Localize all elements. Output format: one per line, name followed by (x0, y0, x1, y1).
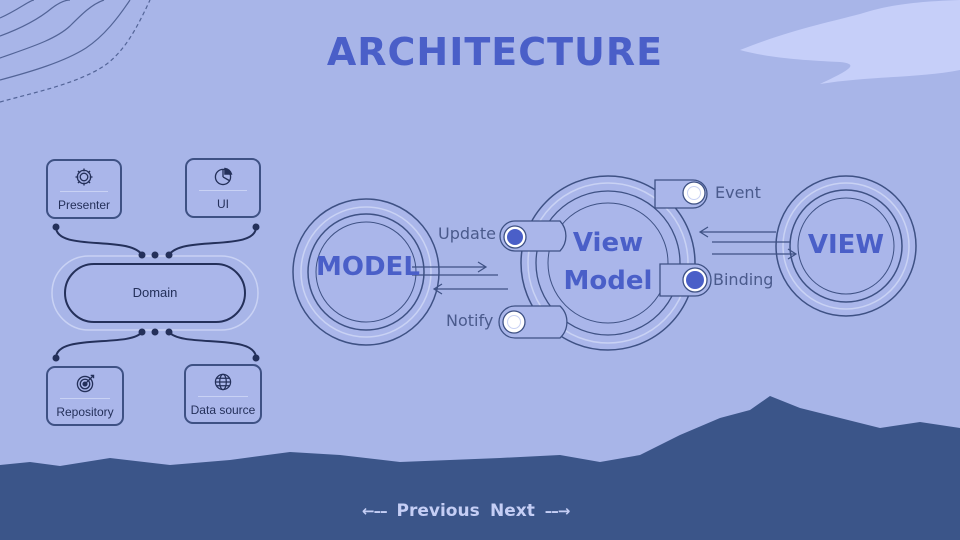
connector-dots (52, 223, 260, 362)
mountain-silhouette (0, 396, 960, 540)
binding-label: Binding (713, 270, 774, 289)
viewmodel-label-line1: View (572, 228, 644, 258)
data-source-box: Data source (184, 364, 262, 424)
presenter-label: Presenter (57, 198, 111, 212)
sky-brush-decoration (740, 0, 960, 84)
separator (199, 190, 247, 191)
topographic-decoration (0, 0, 151, 103)
view-label: VIEW (807, 230, 885, 260)
view-circle (775, 175, 917, 317)
viewmodel-view-arrows (698, 226, 798, 260)
previous-label: Previous (396, 501, 480, 521)
event-label: Event (715, 183, 761, 202)
notify-connector-dot (502, 310, 526, 334)
connector-lines (55, 226, 257, 359)
binding-connector-dot (682, 267, 708, 293)
previous-button[interactable]: ←–– Previous (362, 501, 480, 521)
next-button[interactable]: Next ––→ (490, 501, 571, 521)
target-icon (76, 374, 95, 393)
ui-label: UI (217, 197, 229, 211)
separator (60, 398, 110, 399)
arrow-left-icon: ←–– (362, 502, 388, 520)
gear-icon (75, 168, 93, 186)
ui-box: UI (185, 158, 261, 218)
next-label: Next (490, 501, 535, 521)
globe-icon (214, 373, 232, 391)
viewmodel-circle (520, 175, 696, 351)
repository-box: Repository (46, 366, 124, 426)
page-title: ARCHITECTURE (326, 30, 664, 74)
domain-pill (64, 263, 246, 323)
separator (198, 396, 248, 397)
update-connector-dot (503, 225, 527, 249)
model-circle (292, 198, 440, 346)
event-connector-dot (682, 181, 706, 205)
domain-label: Domain (132, 285, 178, 300)
separator (60, 191, 108, 192)
presenter-box: Presenter (46, 159, 122, 219)
arrow-right-icon: ––→ (544, 502, 571, 520)
notify-label: Notify (446, 311, 494, 330)
pie-chart-icon (214, 167, 233, 186)
update-label: Update (438, 224, 496, 243)
data-source-label: Data source (190, 403, 256, 417)
model-label: MODEL (316, 252, 420, 282)
model-viewmodel-arrows (412, 261, 508, 295)
repository-label: Repository (56, 405, 114, 419)
viewmodel-label-line2: Model (563, 266, 653, 296)
